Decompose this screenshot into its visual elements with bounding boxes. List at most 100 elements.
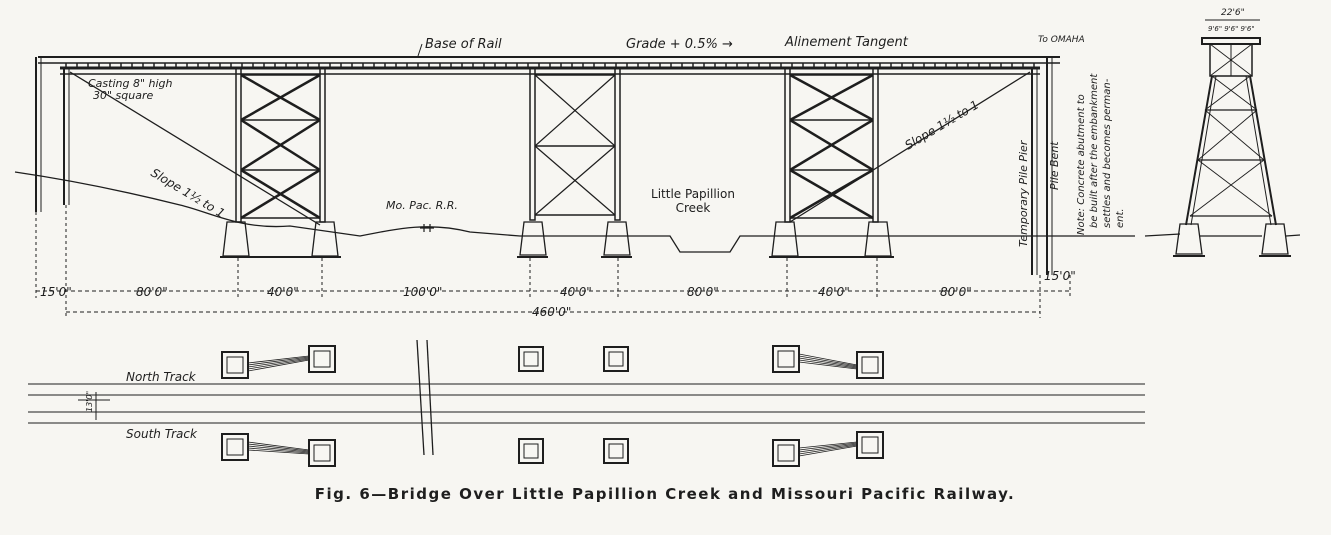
dim-15-left: 15'0" (40, 285, 72, 299)
pad-outer (221, 351, 249, 379)
pier-footing (311, 221, 339, 257)
end-width-label: 22'6" (1221, 8, 1245, 18)
base-of-rail-label: Base of Rail (425, 37, 502, 52)
plan-footing (308, 439, 336, 467)
end-subdim-label: 9'6" 9'6" 9'6" (1208, 25, 1255, 33)
plan-footing (518, 438, 544, 464)
plan-footing (772, 345, 800, 373)
dim-100: 100'0" (403, 285, 442, 299)
right-pile-bent (1031, 57, 1053, 275)
dimension-lines (36, 290, 1070, 313)
plan-footing (603, 346, 629, 372)
pad-inner (226, 438, 244, 456)
pad-inner (313, 444, 331, 462)
strut-line (798, 361, 858, 370)
strut-line (247, 357, 310, 368)
tower-post (784, 67, 791, 223)
pad-inner (608, 351, 624, 367)
pad-outer (518, 438, 544, 464)
dim-40-b: 40'0" (560, 285, 592, 299)
strut-line (798, 441, 858, 449)
dim-80-b: 80'0" (687, 285, 719, 299)
slope-left-label: Slope 1½ to 1 (148, 166, 227, 221)
pad-inner (861, 356, 879, 374)
footing-strut (798, 441, 858, 457)
footing-strut (247, 441, 310, 455)
footing-strut (798, 353, 858, 370)
pier-footing (864, 221, 892, 257)
tower-brace (789, 168, 874, 220)
plan-footing (856, 431, 884, 459)
creek-label-2: Creek (676, 201, 711, 215)
strut-line (798, 357, 858, 368)
plan-footing (221, 433, 249, 461)
pile-bent-label: Pile Bent (1048, 141, 1061, 190)
strut-line (798, 445, 858, 457)
left-pile-bent (35, 57, 70, 212)
pad-outer (772, 345, 800, 373)
strut-line (798, 444, 858, 455)
pad-inner (226, 356, 244, 374)
strut-line (247, 355, 310, 364)
strut-line (247, 358, 310, 370)
strut-line (247, 449, 310, 455)
dim-40-a: 40'0" (267, 285, 299, 299)
dim-15-right: 15'0" (1044, 269, 1076, 283)
tower-brace (240, 168, 321, 220)
mopac-track-symbol (420, 224, 434, 232)
note-line-4: ent. (1115, 208, 1126, 228)
temp-pier-label: Temporary Pile Pier (1017, 139, 1030, 247)
pad-inner (523, 351, 539, 367)
plan-tracks: 13'0" (28, 339, 1145, 456)
to-omaha-label: To OMAHA (1038, 35, 1085, 45)
plan-footing (308, 345, 336, 373)
tower-post (319, 67, 326, 223)
pad-outer (308, 345, 336, 373)
pier-footing (222, 221, 250, 257)
strut-line (798, 442, 858, 451)
tower-brace (240, 73, 321, 122)
strut-line (798, 353, 858, 366)
pier-footing (771, 221, 799, 257)
dim-total: 460'0" (532, 305, 571, 319)
figure-caption: Fig. 6—Bridge Over Little Papillion Cree… (315, 485, 1015, 503)
north-track-label: North Track (126, 370, 197, 384)
tower-post (235, 67, 242, 223)
strut-line (247, 443, 310, 452)
slope-right-label: Slope 1½ to 1 (902, 97, 981, 152)
strut-line (247, 356, 310, 366)
note-line-2: be built after the embankment (1089, 73, 1100, 228)
embankment (69, 71, 1031, 226)
casting-label-1: Casting 8" high (88, 77, 173, 90)
alinement-label: Alinement Tangent (784, 35, 909, 50)
center-columns (517, 67, 632, 258)
pad-inner (523, 443, 539, 459)
pad-outer (856, 431, 884, 459)
grade-label: Grade + 0.5% → (626, 37, 733, 52)
strut-line (247, 447, 310, 454)
plan-footing (221, 351, 249, 379)
creek-label-1: Little Papillion (651, 187, 735, 201)
tower-post (872, 67, 879, 223)
pad-inner (777, 350, 795, 368)
pad-outer (856, 351, 884, 379)
plan-footing (603, 438, 629, 464)
note-line-3: settles and becomes perman- (1102, 78, 1113, 228)
strut-line (798, 443, 858, 453)
ground-line (14, 171, 1135, 253)
pad-outer (308, 439, 336, 467)
footing-strut (247, 355, 310, 372)
plan-footing (856, 351, 884, 379)
end-view-bent: 22'6" 9'6" 9'6" 9'6" (1144, 8, 1301, 257)
tower-brace (789, 118, 874, 172)
mopac-label: Mo. Pac. R.R. (386, 199, 458, 212)
pad-outer (603, 346, 629, 372)
pad-inner (861, 436, 879, 454)
pad-outer (221, 433, 249, 461)
pad-outer (772, 439, 800, 467)
strut-line (247, 359, 310, 372)
track-spacing-label: 13'0" (85, 391, 94, 412)
bridge-deck (38, 56, 1060, 75)
pad-outer (603, 438, 629, 464)
